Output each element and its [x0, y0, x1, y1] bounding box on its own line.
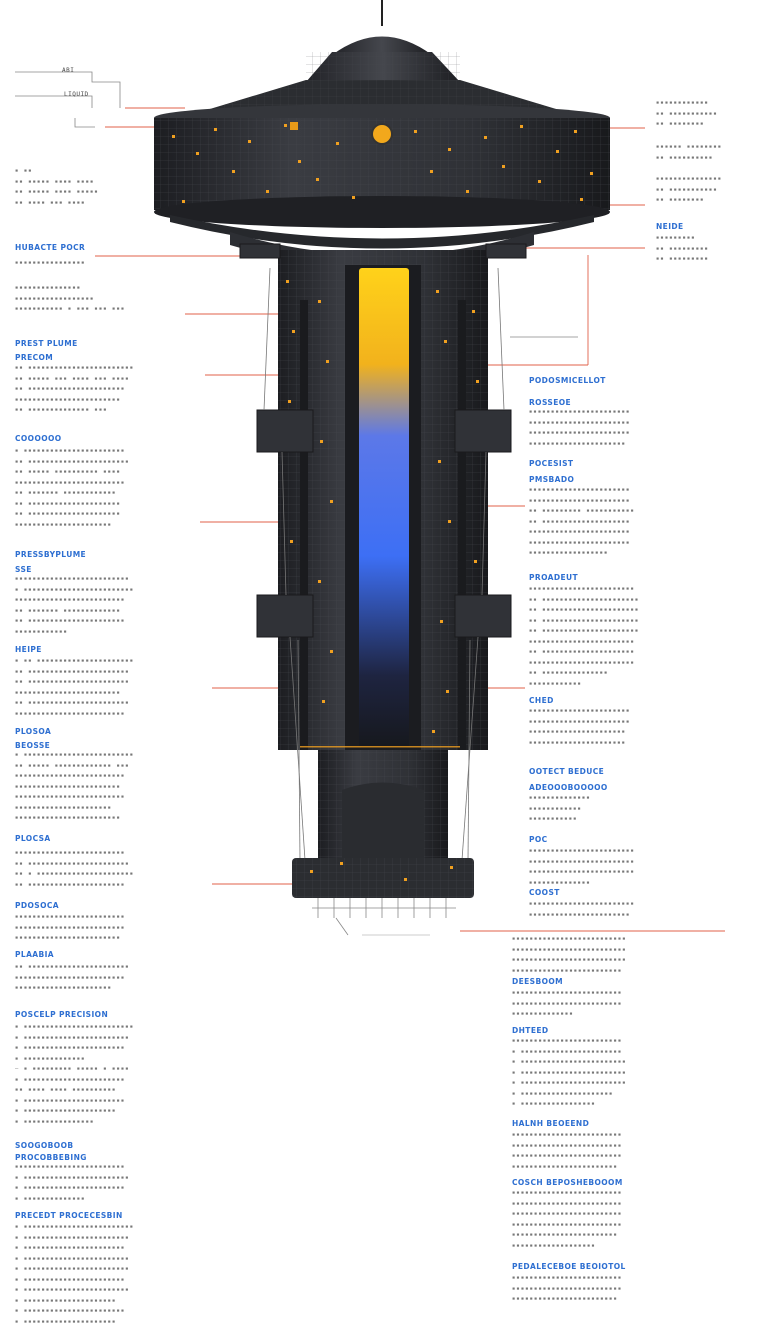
text-block: ▪▪▪▪▪▪▪▪▪▪▪▪▪▪▪▪▪▪▪▪▪▪▪ ▪▪▪▪▪▪▪▪▪▪▪▪▪▪▪▪… [529, 409, 631, 447]
text-block: ▪▪▪▪▪▪▪▪▪▪▪▪▪▪▪▪▪▪▪▪▪▪▪ ▪▪▪▪▪▪▪▪▪▪▪▪▪▪▪▪… [529, 708, 631, 746]
text-block-tr: ▪▪▪▪▪▪▪▪▪▪▪▪ ▪▪ ▪▪▪▪▪▪▪▪▪▪▪ ▪▪ ▪▪▪▪▪▪▪▪ [656, 100, 718, 127]
caption-l3: COOOOOO [15, 434, 62, 443]
text-block: ▪▪▪▪▪▪▪▪▪▪▪▪▪▪▪▪▪▪▪▪▪▪▪▪▪ ▪▪▪▪▪▪▪▪▪▪▪▪▪▪… [512, 1275, 623, 1302]
status-lamp [371, 123, 393, 145]
text-block: ▪▪▪▪▪▪▪▪▪▪▪▪▪▪ ▪▪▪▪▪▪▪▪▪▪▪▪ ▪▪▪▪▪▪▪▪▪▪▪ [529, 795, 591, 822]
text-block: ▪▪▪▪▪▪▪▪▪▪▪▪▪▪▪▪▪▪▪▪▪▪▪▪ ▪▪▪▪▪▪▪▪▪▪▪▪▪▪▪… [529, 848, 635, 886]
text-block: ▪ ▪▪▪▪▪▪▪▪▪▪▪▪▪▪▪▪▪▪▪▪▪▪▪ ▪▪ ▪▪▪▪▪▪▪▪▪▪▪… [15, 448, 130, 528]
text-block-tl: ▪ ▪▪ ▪▪ ▪▪▪▪▪ ▪▪▪▪ ▪▪▪▪ ▪▪ ▪▪▪▪▪ ▪▪▪▪ ▪▪… [15, 168, 99, 206]
caption-l12: POSCELP PRECISION [15, 1010, 109, 1019]
caption-l4: PRESSBYPLUME [15, 550, 87, 559]
text-block: ▪▪▪▪▪▪▪▪▪▪▪▪▪▪▪▪▪▪▪▪▪▪▪ ▪▪▪▪▪▪▪▪▪▪▪▪▪▪▪▪… [529, 487, 635, 556]
text-block: ▪▪▪▪▪▪▪▪▪▪▪▪▪▪▪▪▪▪▪▪▪▪▪▪▪ ▪▪▪▪▪▪▪▪▪▪▪▪▪▪… [15, 914, 126, 941]
caption-r14: COSCH BEPOSHEBOOOM [512, 1178, 623, 1187]
caption-l2: PRECOM [15, 353, 54, 362]
drum-lights [172, 122, 593, 203]
label-leader-lines [15, 71, 578, 338]
caption-r10: COOST [529, 888, 560, 897]
text-block: ▪▪▪▪▪▪▪▪▪▪▪▪▪▪▪▪▪▪▪▪▪▪▪▪▪ ▪▪ ▪▪▪▪▪▪▪▪▪▪▪… [15, 850, 135, 888]
caption-r15: PEDALECEBOE BEOIOTOL [512, 1262, 626, 1271]
support-struts [263, 267, 505, 861]
caption-l1: PREST PLUME [15, 339, 78, 348]
caption-l6: HEIPE [15, 645, 42, 654]
text-block: ▪▪▪▪▪▪▪▪▪▪▪▪▪▪▪▪▪▪▪▪▪▪▪▪▪ ▪ ▪▪▪▪▪▪▪▪▪▪▪▪… [512, 1038, 627, 1107]
caption-r7: OOTECT BEDUCE [529, 767, 605, 776]
caption-r6: CHED [529, 696, 554, 705]
top-label-liquid: LIQUID [64, 91, 89, 98]
text-block: ▪▪▪▪▪▪▪▪▪▪▪▪▪▪▪▪▪▪▪▪▪▪▪▪▪ ▪▪▪▪▪▪▪▪▪▪▪▪▪▪… [512, 1190, 623, 1249]
text-block: ▪ ▪▪▪▪▪▪▪▪▪▪▪▪▪▪▪▪▪▪▪▪▪▪▪▪▪ ▪ ▪▪▪▪▪▪▪▪▪▪… [15, 1024, 135, 1125]
text-block: ▪ ▪▪▪▪▪▪▪▪▪▪▪▪▪▪▪▪▪▪▪▪▪▪▪▪▪ ▪ ▪▪▪▪▪▪▪▪▪▪… [15, 1224, 135, 1325]
caption-l5: SSE [15, 565, 32, 574]
text-block: ▪▪▪▪▪▪▪▪▪▪▪▪▪▪▪▪▪▪▪▪▪▪▪▪▪▪ ▪▪▪▪▪▪▪▪▪▪▪▪▪… [512, 936, 627, 974]
text-block-tr: ▪▪▪▪▪▪▪▪▪▪▪▪▪▪▪ ▪▪ ▪▪▪▪▪▪▪▪▪▪▪ ▪▪ ▪▪▪▪▪▪… [656, 176, 723, 203]
caption-r12: DHTEED [512, 1026, 549, 1035]
text-block: ▪▪ ▪▪▪▪▪▪▪▪▪▪▪▪▪▪▪▪▪▪▪▪▪▪▪▪ ▪▪ ▪▪▪▪▪ ▪▪▪… [15, 365, 135, 413]
caption-l15: PRECEDT PROCECESBIN [15, 1211, 123, 1220]
top-label-abi: ABI [62, 67, 75, 74]
caption-r3: POCESIST [529, 459, 574, 468]
lower-column [292, 750, 474, 898]
leader-lines [95, 107, 725, 932]
text-block: ▪▪▪▪▪▪▪▪▪▪▪▪▪▪▪▪▪▪▪▪▪▪▪▪▪▪ ▪ ▪▪▪▪▪▪▪▪▪▪▪… [15, 576, 135, 635]
caption-l0: HUBACTE POCR [15, 243, 86, 252]
text-block: ▪▪▪▪▪▪▪▪▪ ▪▪ ▪▪▪▪▪▪▪▪▪ ▪▪ ▪▪▪▪▪▪▪▪▪ [656, 235, 709, 262]
text-block: ▪▪▪▪▪▪▪▪▪▪▪▪▪▪▪▪▪▪▪▪▪▪▪▪▪ ▪ ▪▪▪▪▪▪▪▪▪▪▪▪… [15, 1164, 130, 1202]
upper-drum [154, 104, 610, 268]
caption-r9: POC [529, 835, 548, 844]
text-block: ▪ ▪▪▪▪▪▪▪▪▪▪▪▪▪▪▪▪▪▪▪▪▪▪▪▪▪ ▪▪ ▪▪▪▪▪ ▪▪▪… [15, 752, 135, 821]
caption-l10: PDOSOCA [15, 901, 59, 910]
caption-r13: HALNH BEOEEND [512, 1119, 590, 1128]
caption-r5: PROADEUT [529, 573, 579, 582]
caption-l14: PROCOBBEBING [15, 1153, 87, 1162]
caption-r0: NEIDE [656, 222, 684, 231]
text-block: ▪▪▪▪▪▪▪▪▪▪▪▪▪▪▪▪▪▪▪▪▪▪▪▪ ▪▪ ▪▪▪▪▪▪▪▪▪▪▪▪… [529, 586, 640, 687]
caption-r11: DEESBOOM [512, 977, 564, 986]
caption-r2: ROSSEOE [529, 398, 572, 407]
caption-l13: SOOGOBOOB [15, 1141, 74, 1150]
text-block: ▪▪▪▪▪▪▪▪▪▪▪▪▪▪▪ ▪▪▪▪▪▪▪▪▪▪▪▪▪▪▪▪▪▪ ▪▪▪▪▪… [15, 285, 126, 312]
caption-r4: PMSBADO [529, 475, 575, 484]
caption-l7: PLOSOA [15, 727, 52, 736]
caption-r1: PODOSMICELLOT [529, 376, 606, 385]
text-block: ▪▪ ▪▪▪▪▪▪▪▪▪▪▪▪▪▪▪▪▪▪▪▪▪▪▪ ▪▪▪▪▪▪▪▪▪▪▪▪▪… [15, 964, 130, 991]
text-block: ▪▪▪▪▪▪▪▪▪▪▪▪▪▪▪▪ [15, 260, 86, 266]
caption-l11: PLAABIA [15, 950, 54, 959]
text-block: ▪ ▪▪ ▪▪▪▪▪▪▪▪▪▪▪▪▪▪▪▪▪▪▪▪▪▪ ▪▪ ▪▪▪▪▪▪▪▪▪… [15, 658, 135, 717]
column-lights [286, 280, 479, 748]
text-block: ▪▪▪▪▪▪▪▪▪▪▪▪▪▪▪▪▪▪▪▪▪▪▪▪ ▪▪▪▪▪▪▪▪▪▪▪▪▪▪▪… [529, 901, 635, 918]
side-modules [239, 243, 527, 638]
energy-core [359, 268, 409, 748]
text-block: ▪▪▪▪▪▪▪▪▪▪▪▪▪▪▪▪▪▪▪▪▪▪▪▪▪ ▪▪▪▪▪▪▪▪▪▪▪▪▪▪… [512, 990, 623, 1017]
text-block: ▪▪▪▪▪▪▪▪▪▪▪▪▪▪▪▪▪▪▪▪▪▪▪▪▪ ▪▪▪▪▪▪▪▪▪▪▪▪▪▪… [512, 1132, 623, 1170]
base-frame [312, 898, 456, 936]
caption-r8: ADEOOOBOOOOO [529, 783, 608, 792]
caption-l8: BEOSSE [15, 741, 51, 750]
caption-l9: PLOCSA [15, 834, 51, 843]
text-block-tr: ▪▪▪▪▪▪ ▪▪▪▪▪▪▪▪ ▪▪ ▪▪▪▪▪▪▪▪▪▪ [656, 144, 723, 161]
dome [160, 36, 606, 117]
